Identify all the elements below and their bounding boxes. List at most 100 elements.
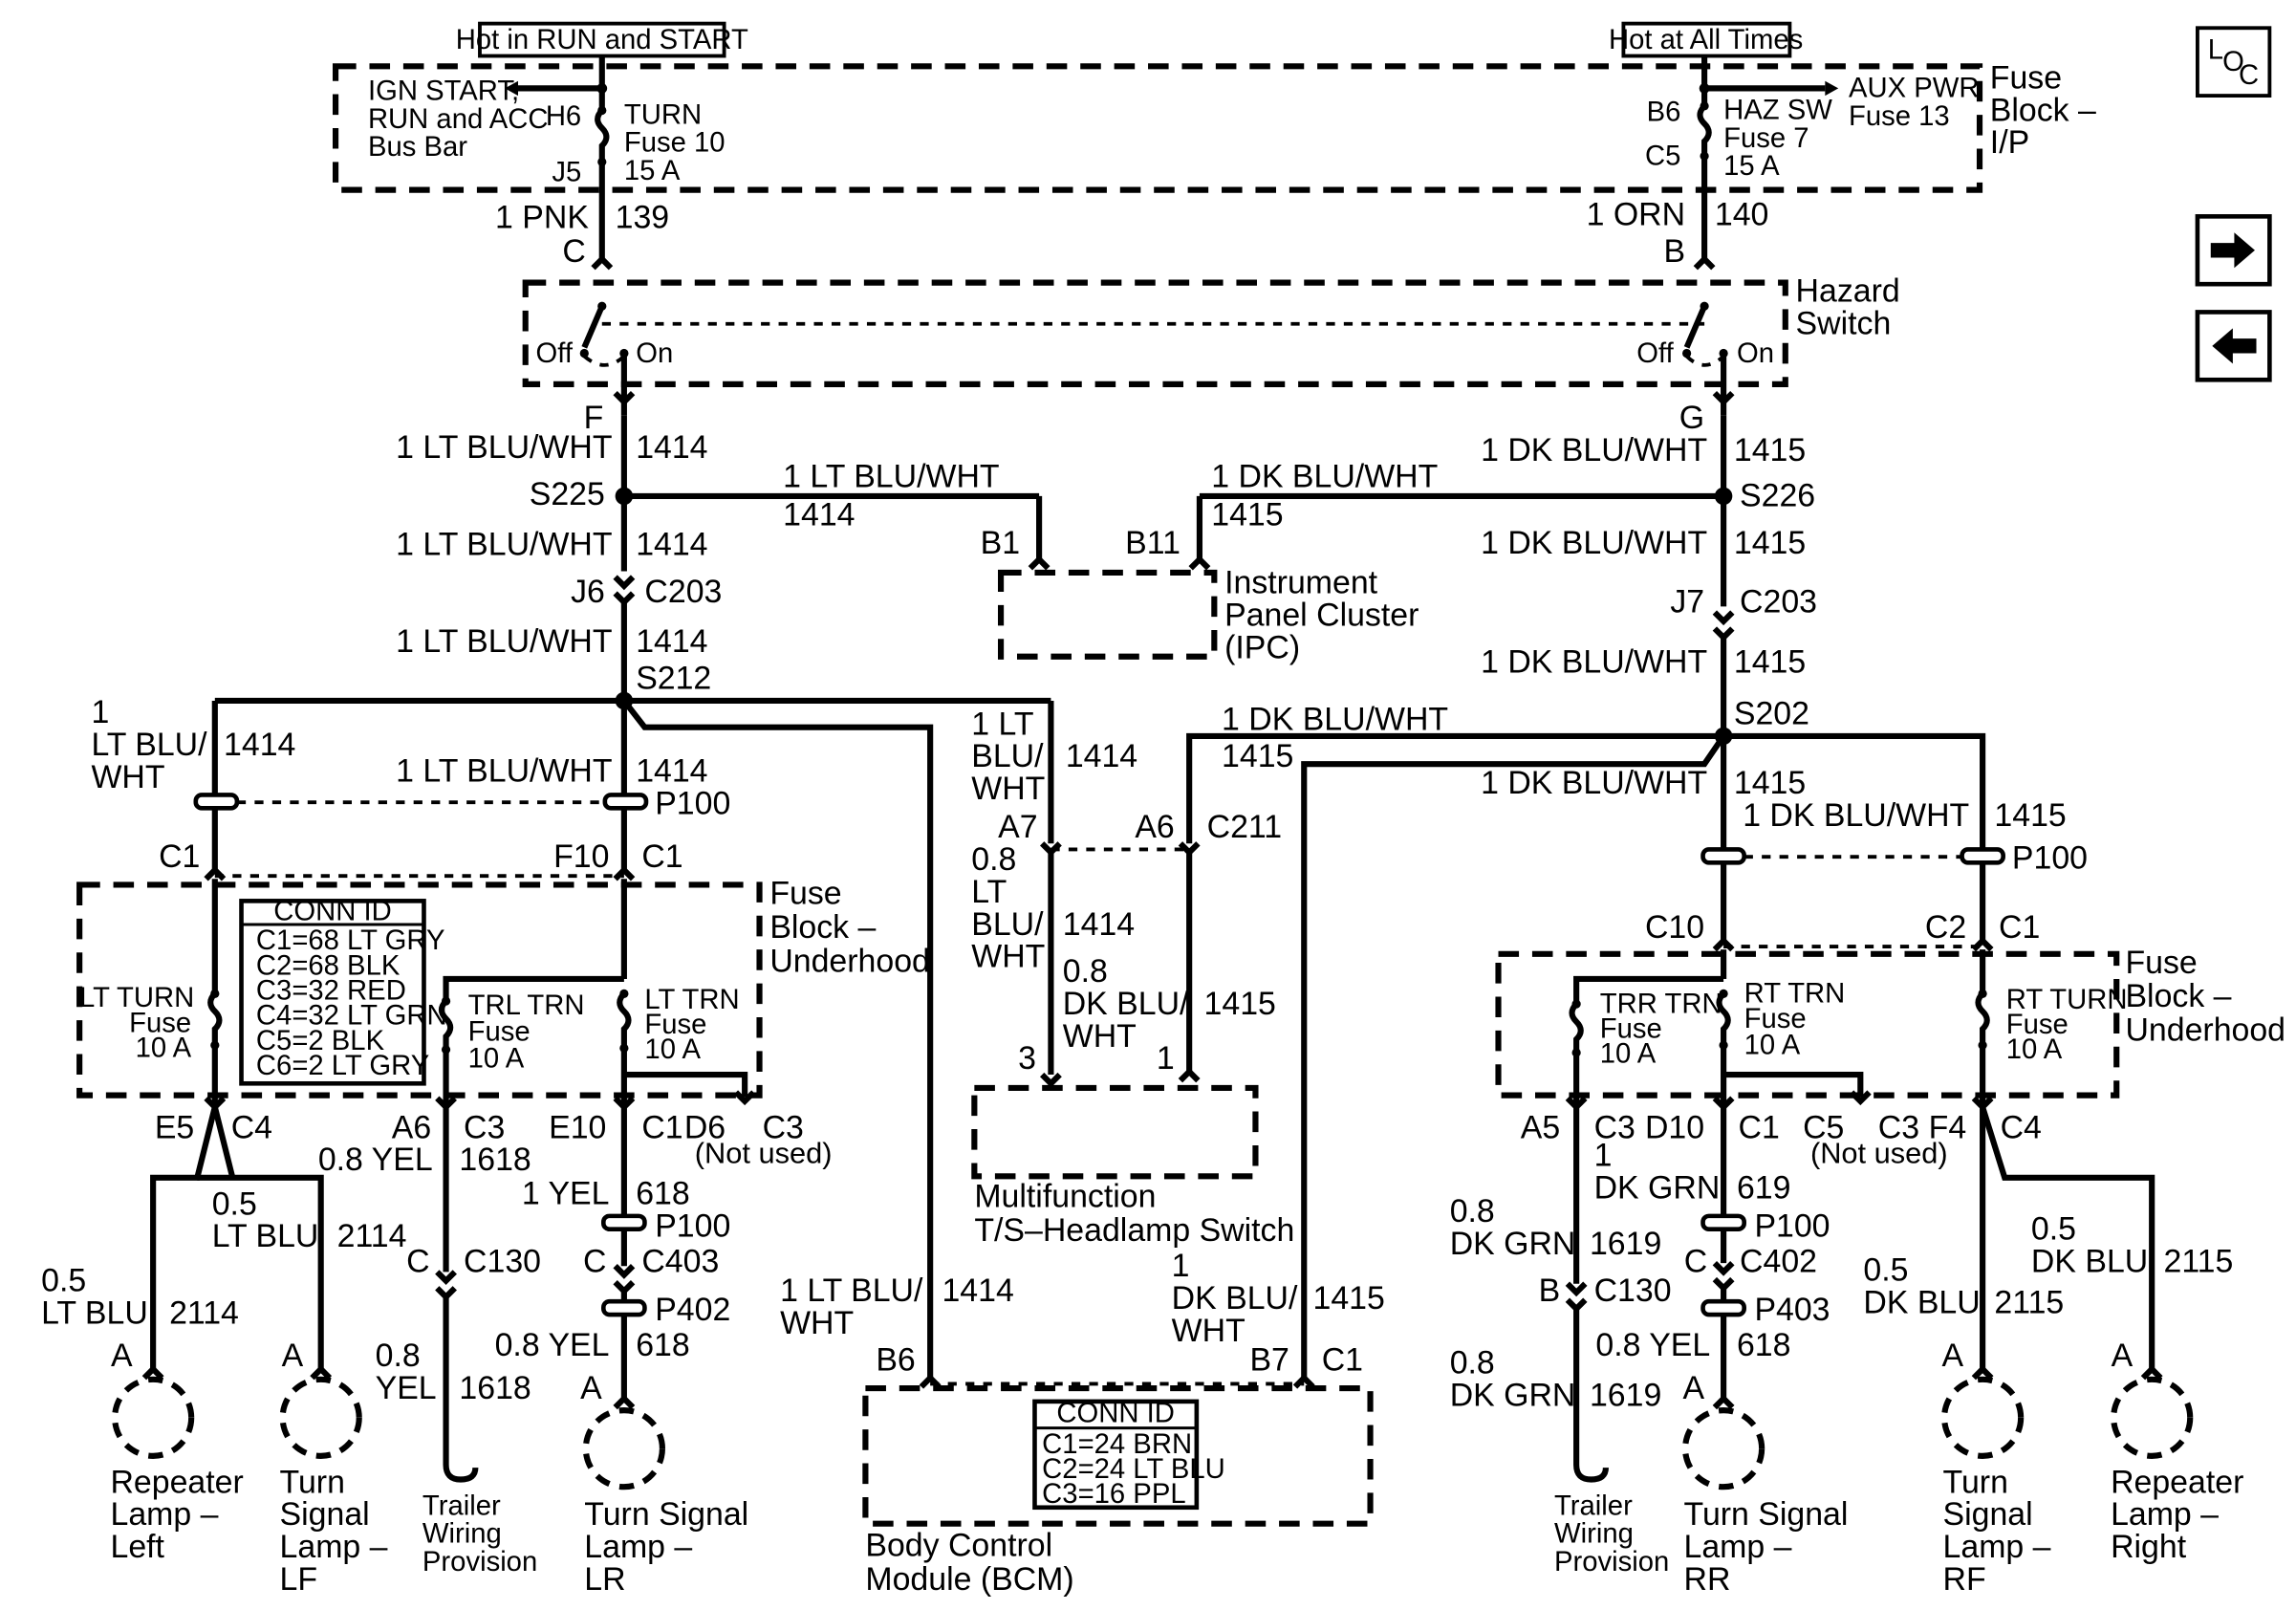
bottom-left-trl-w-label: 0.8 YEL (318, 1142, 433, 1178)
fuse-uh-left-c3b-label: C3 (763, 1109, 804, 1145)
bottom-right-rep-1-label: Repeater (2111, 1464, 2243, 1500)
fuse-uh-right-c4-label: C4 (2001, 1109, 2042, 1145)
bottom-right-trr-w1-label: 0.8 (1450, 1193, 1495, 1229)
fuse-uh-right-rt-turn-2-label: Fuse (2006, 1010, 2069, 1040)
bottom-left-p100-label: P100 (655, 1208, 730, 1244)
hazard-on-label: On (636, 338, 673, 369)
mfs-c1-label: 1414 (1066, 738, 1137, 774)
multifunction-switch: 1 LT BLU/ WHT 1414 A7 A6 C211 0.8 LT BLU… (971, 706, 1294, 1249)
bottom-left-pin-a3-label: A (580, 1370, 602, 1406)
fuse-uh-right-title-1-label: Fuse (2125, 945, 2197, 981)
fuse-uh-right-trr-2-label: Fuse (1600, 1014, 1662, 1045)
bottom-left-pin-a2-label: A (282, 1338, 304, 1374)
bottom-left-circuits: 0.5 LT BLU 2114 0.5 LT BLU 2114 A A Repe… (41, 1106, 748, 1598)
fuse-uh-left-a6-label: A6 (392, 1109, 431, 1145)
wires-top-c139-label: 139 (616, 200, 670, 236)
fuse-ip-ign-2-label: RUN and ACC (368, 104, 549, 135)
bcm-lw-2-label: WHT (780, 1305, 854, 1341)
right-trunk-j7-label: J7 (1670, 584, 1704, 620)
mfs-title-1-label: Multifunction (974, 1179, 1156, 1215)
fuse-ip-turn-2-label: Fuse 10 (624, 128, 726, 159)
fuse-uh-left-lt-trn-1-label: LT TRN (644, 985, 739, 1015)
right-trunk-c5-label: 1415 (1994, 797, 2066, 834)
hazard-off-label: Off (535, 338, 573, 369)
bottom-right-pin-a3-label: A (2112, 1338, 2134, 1374)
fuse-ip-turn-1-label: TURN (624, 99, 702, 130)
fuse-uh-right-d10-label: D10 (1645, 1109, 1704, 1145)
mfs-a6-label: A6 (1135, 809, 1174, 845)
bottom-right-rf-4-label: RF (1943, 1561, 1986, 1598)
bottom-left-lf-2-label: Signal (280, 1496, 370, 1533)
bottom-right-trr-3-label: Provision (1554, 1547, 1669, 1577)
loc-button[interactable]: L O C (2195, 26, 2272, 98)
left-trunk-p100-label: P100 (655, 786, 730, 822)
fuse-ip-title-1-label: Fuse (1990, 59, 2062, 96)
bottom-right-rr-w3-label: 0.8 YEL (1595, 1327, 1710, 1363)
bcm-rw-3-label: WHT (1172, 1313, 1245, 1349)
fuse-uh-right-title-2-label: Block – (2125, 978, 2231, 1014)
bottom-left-lr-w-label: 1 YEL (522, 1176, 610, 1212)
right-trunk-c10-label: C10 (1645, 909, 1704, 946)
next-page-button[interactable] (2195, 214, 2272, 287)
bottom-right-c402-pin-label: C (1684, 1243, 1707, 1279)
wires-top-orn-label: 1 ORN (1587, 197, 1685, 233)
header-hot-run-start: Hot in RUN and START (456, 21, 748, 58)
left-trunk-pin-f-label: F (584, 400, 604, 436)
fuse-uh-right-rt-turn-3-label: 10 A (2006, 1034, 2063, 1065)
fuse-uh-left-c4-label: C4 (231, 1109, 272, 1145)
fuse-ip-j5-label: J5 (552, 157, 581, 187)
fuse-ip-ign-1-label: IGN START, (368, 76, 519, 107)
fuse-uh-right-rt-turn-1-label: RT TURN (2006, 985, 2128, 1015)
bottom-left-c130-pin-label: C (406, 1243, 429, 1279)
bottom-right-c130-label: C130 (1594, 1273, 1672, 1309)
bcm-lw-1-label: 1 LT BLU/ (780, 1273, 923, 1309)
mfs-w3-1-label: 0.8 (1063, 953, 1108, 990)
right-trunk: G 1 DK BLU/WHT 1415 S226 1 DK BLU/WHT 14… (1186, 400, 2088, 1379)
mfs-w1-2-label: BLU/ (971, 738, 1044, 774)
fuse-ip-h6-label: H6 (546, 101, 581, 132)
fuse-uh-right-title-3-label: Underhood (2125, 1012, 2285, 1049)
prev-page-button[interactable] (2195, 310, 2272, 382)
fuse-uh-left-lt-turn-1-label: LT TURN (79, 983, 194, 1013)
bottom-right-rr-w1-label: 1 (1594, 1138, 1613, 1174)
header-hot-all-times: Hot at All Times (1609, 21, 1803, 58)
mfs-title-2-label: T/S–Headlamp Switch (974, 1212, 1294, 1249)
fuse-uh-left-title-3-label: Underhood (769, 943, 930, 979)
mfs-w2-1-label: 0.8 (971, 841, 1016, 878)
arrow-left-icon (2212, 328, 2257, 364)
right-trunk-w1-label: 1 DK BLU/WHT (1481, 432, 1707, 468)
bottom-right-rf-c-label: 2115 (1994, 1285, 2064, 1321)
mfs-w2-3-label: BLU/ (971, 906, 1044, 943)
bottom-left-trl-1-label: Trailer (422, 1490, 501, 1521)
fuse-uh-right-a5-label: A5 (1521, 1109, 1560, 1145)
repeater-lamp-left-icon (112, 1376, 195, 1459)
mfs-pin1-label: 1 (1157, 1040, 1175, 1077)
bottom-right-rr-1-label: Turn Signal (1684, 1496, 1849, 1533)
bcm-c1-label: C1 (1322, 1342, 1363, 1379)
wires-top-pin-b-label: B (1663, 233, 1685, 270)
fuse-ip-title-3-label: I/P (1990, 124, 2029, 161)
fuse-ip-b6-label: B6 (1647, 97, 1681, 127)
fuse-uh-left-conn-6-label: C6=2 LT GRY (256, 1051, 429, 1081)
bottom-left-lf-3-label: Lamp – (280, 1529, 388, 1565)
headers-hot-all-times-label: Hot at All Times (1609, 25, 1803, 55)
mfs-c211-label: C211 (1207, 809, 1282, 845)
bottom-left-lr-w2-label: 0.8 YEL (495, 1327, 610, 1363)
bottom-left-pin-a1-label: A (111, 1338, 133, 1374)
bottom-right-rep-w2-label: DK BLU (2031, 1243, 2148, 1279)
left-trunk-c2-label: 1414 (636, 527, 707, 563)
bottom-left-rl-w2-label: LT BLU (41, 1295, 148, 1331)
bottom-right-trr-1-label: Trailer (1554, 1490, 1633, 1521)
bottom-right-rep-2-label: Lamp – (2111, 1496, 2219, 1533)
body-control-module: 1 LT BLU/ WHT 1414 1 DK BLU/ WHT 1415 B6… (780, 1248, 1385, 1598)
mfs-w2-4-label: WHT (971, 939, 1045, 975)
ipc-title-2-label: Panel Cluster (1224, 597, 1419, 633)
bottom-left-trl-2-label: Wiring (422, 1519, 502, 1550)
bcm-b6-label: B6 (876, 1342, 915, 1379)
bottom-left-trl-3-label: Provision (422, 1547, 537, 1577)
fuse-uh-left-trl-1-label: TRL TRN (468, 990, 585, 1021)
arrow-right-icon (2210, 232, 2255, 269)
right-trunk-w4-label: 1 DK BLU/WHT (1481, 765, 1707, 801)
left-trunk-c4-label: 1414 (636, 753, 707, 790)
bottom-right-rf-3-label: Lamp – (1943, 1529, 2051, 1565)
